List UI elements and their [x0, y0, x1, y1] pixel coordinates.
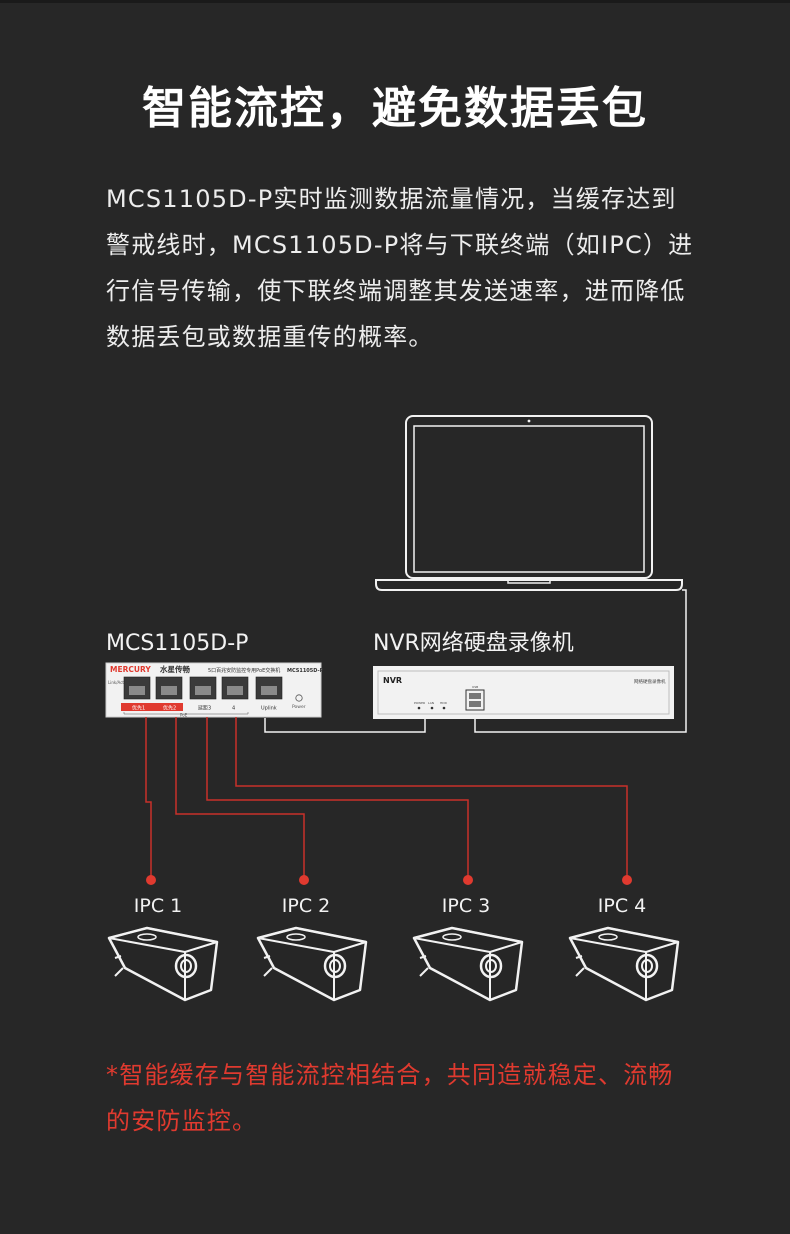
switch-power-label: Power	[292, 704, 306, 710]
uplink-cables	[264, 589, 687, 733]
switch-port-label-uplink: Uplink	[261, 706, 277, 712]
switch-device: MERCURY 水星传畅 5口百兆安防监控专用PoE交换机 MCS1105D-P…	[105, 662, 324, 718]
poe-cables	[145, 717, 628, 880]
camera-label-1: IPC 1	[134, 895, 182, 917]
camera-icon-3	[412, 926, 524, 1002]
camera-label-4: IPC 4	[598, 895, 646, 917]
switch-port-label-3: 延距3	[198, 705, 211, 712]
nvr-usb-label: USB	[472, 685, 478, 689]
switch-port-label-4: 4	[232, 706, 235, 712]
camera-label-2: IPC 2	[282, 895, 330, 917]
switch-port-label-2: 优先2	[163, 705, 176, 712]
nvr-panel-desc: 网络硬盘录像机	[634, 678, 666, 685]
switch-port-label-1: 优先1	[132, 705, 145, 712]
switch-model-tag: MCS1105D-P	[287, 668, 324, 674]
nvr-led-label-lan: LAN	[428, 701, 434, 705]
nvr-label: NVR网络硬盘录像机	[373, 631, 574, 656]
nvr-device: NVR 网络硬盘录像机 POWER LAN HDD USB	[373, 666, 674, 719]
footnote: *智能缓存与智能流控相结合，共同造就稳定、流畅的安防监控。	[106, 1061, 674, 1135]
switch-poe-label: PoE	[180, 713, 188, 718]
nvr-led-label-hdd: HDD	[440, 701, 448, 705]
switch-link-label: Link/Act	[108, 680, 124, 685]
camera-icon-4	[568, 926, 680, 1002]
switch-brand: MERCURY	[110, 665, 151, 674]
page-title: 智能流控，避免数据丢包	[142, 83, 648, 134]
laptop-icon	[375, 415, 683, 591]
nvr-panel-text: NVR	[383, 676, 402, 685]
description-text: MCS1105D-P实时监测数据流量情况，当缓存达到警戒线时，MCS1105D-…	[106, 185, 694, 351]
switch-desc: 5口百兆安防监控专用PoE交换机	[208, 667, 280, 674]
switch-brand-cn: 水星传畅	[160, 664, 190, 674]
nvr-led-label-power: POWER	[414, 701, 425, 705]
top-bar	[0, 0, 790, 3]
camera-label-3: IPC 3	[442, 895, 490, 917]
camera-icon-2	[256, 926, 368, 1002]
camera-icon-1	[107, 926, 219, 1002]
cable-endpoints	[146, 875, 632, 885]
switch-label: MCS1105D-P	[106, 631, 248, 656]
